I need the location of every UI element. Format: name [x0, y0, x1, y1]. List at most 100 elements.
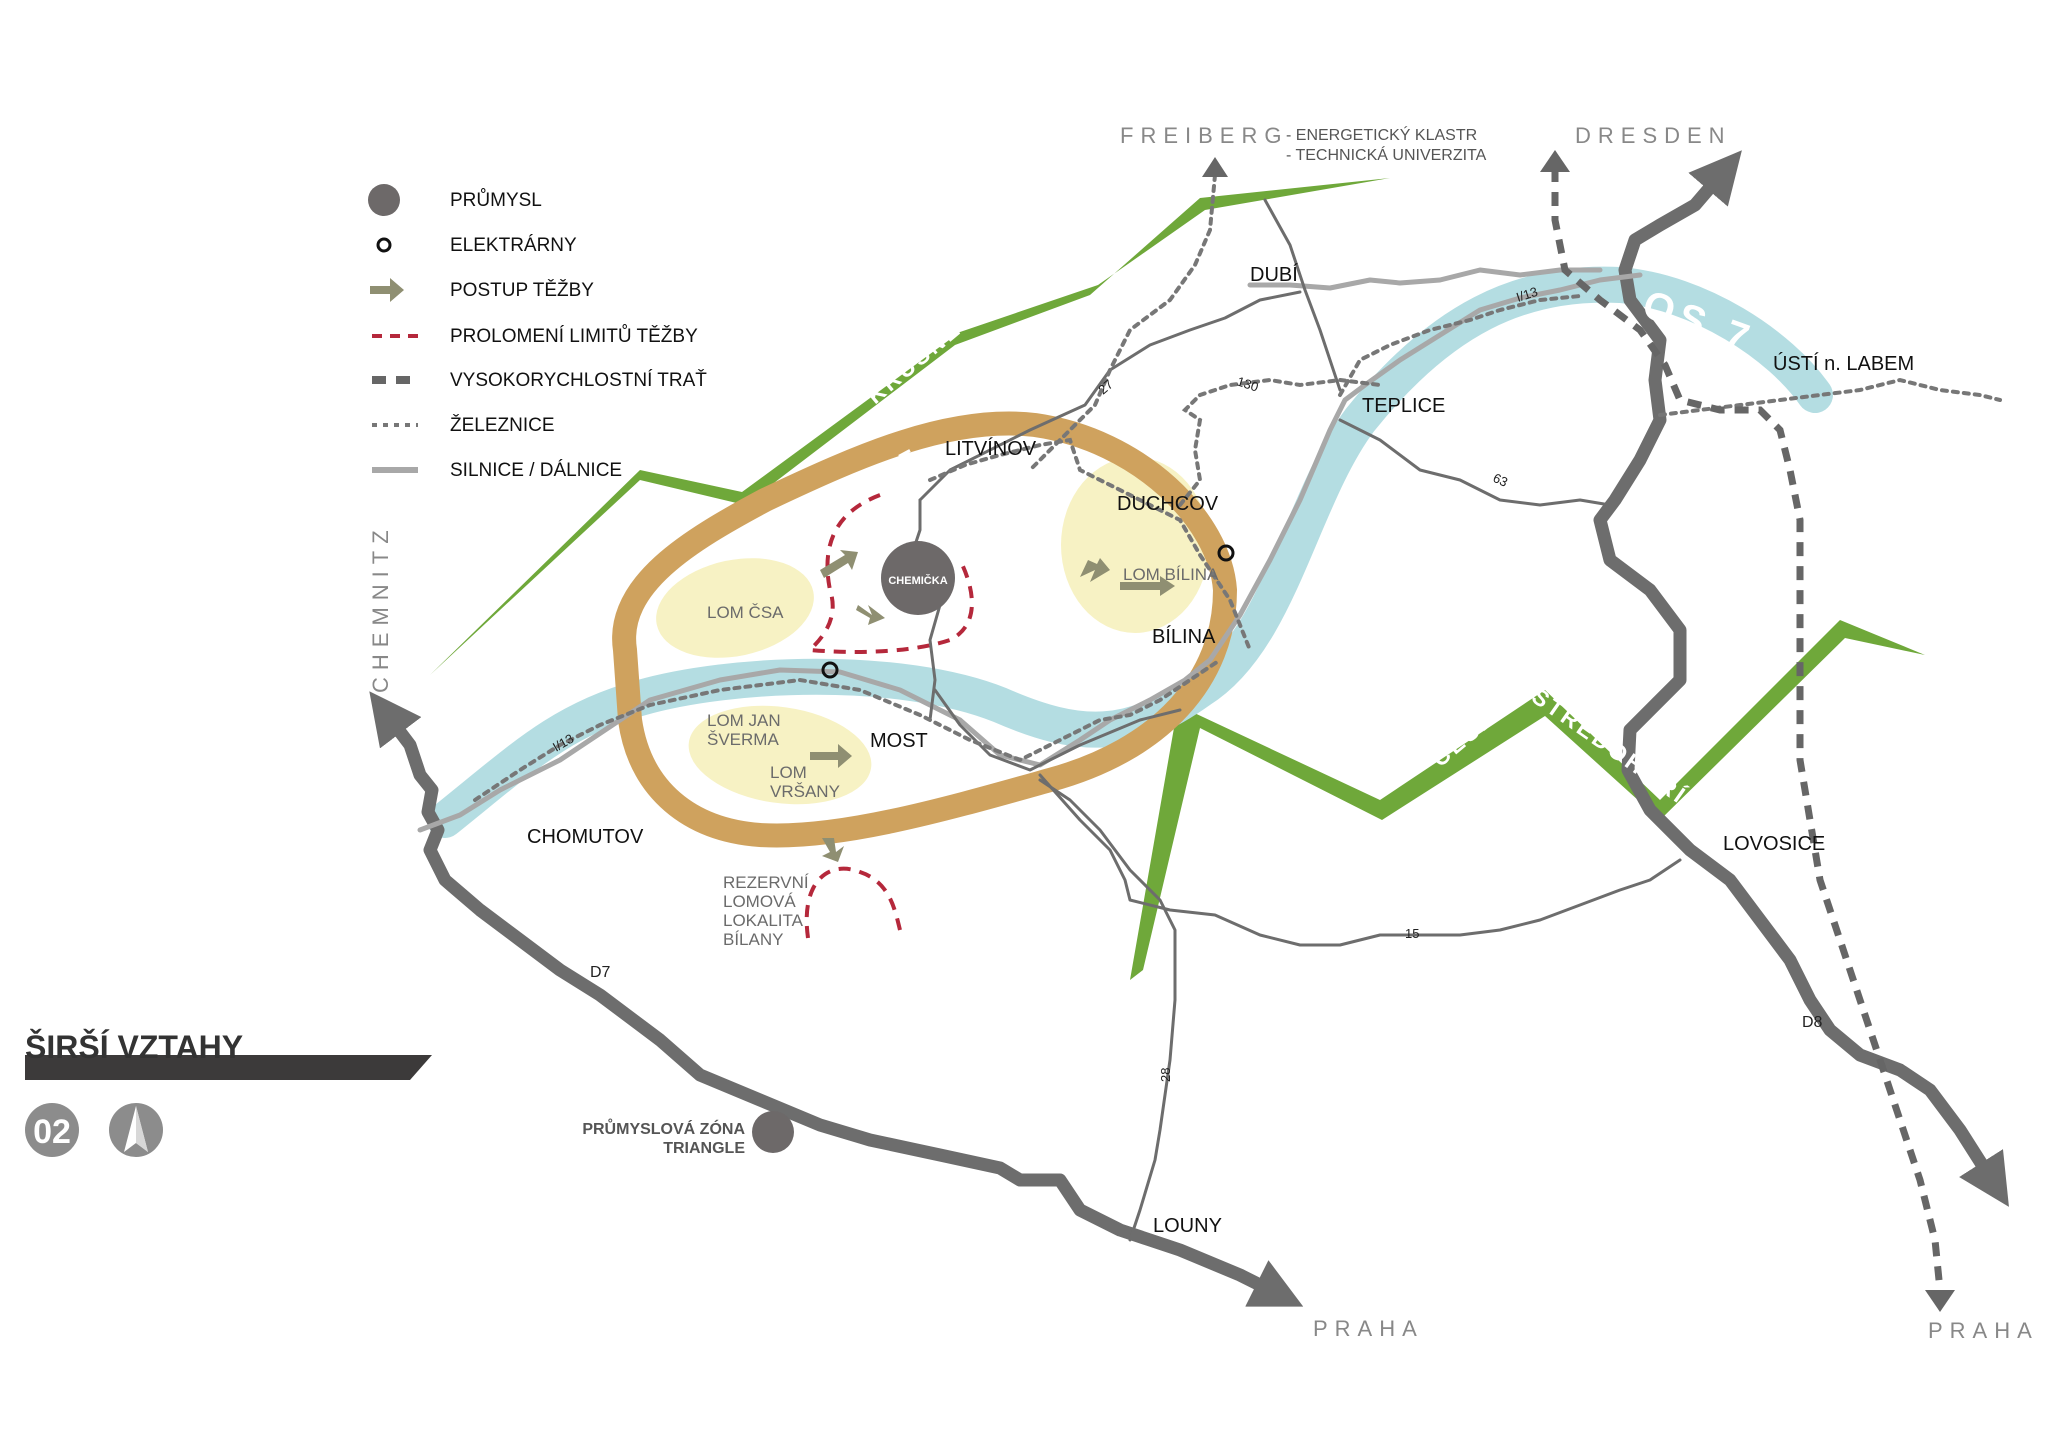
title-underline-bar	[25, 1055, 432, 1080]
legend-label-high-speed-rail: VYSOKORYCHLOSTNÍ TRAŤ	[450, 369, 707, 391]
road-label-d8: D8	[1802, 1014, 1823, 1031]
mine-sverma-label-2: ŠVERMA	[707, 730, 779, 749]
legend-label-mining-limits: PROLOMENÍ LIMITŮ TĚŽBY	[450, 325, 698, 347]
road-label-63: 63	[1491, 470, 1510, 490]
industry-labels: CHEMIČKA PRŮMYSLOVÁ ZÓNA TRIANGLE	[582, 574, 947, 1157]
title-block: ŠIRŠÍ VZTAHY 02	[25, 1029, 432, 1157]
road-label-15: 15	[1405, 926, 1419, 941]
arrow-vrsany	[810, 744, 852, 768]
road-label-130: 130	[1235, 374, 1260, 395]
arrow-csa-right	[856, 605, 885, 625]
direction-praha-d7: PRAHA	[1313, 1316, 1424, 1341]
town-usti: ÚSTÍ n. LABEM	[1773, 352, 1914, 375]
industry-dot-icon	[368, 184, 400, 216]
reserve-label: REZERVNÍ LOMOVÁ LOKALITA BÍLANY	[723, 873, 809, 949]
arrow-bilina-2	[1080, 558, 1110, 582]
town-litvinov: LITVÍNOV	[945, 437, 1037, 460]
town-bilina: BÍLINA	[1152, 625, 1216, 648]
road-28	[1038, 778, 1177, 1242]
town-dubi: DUBÍ	[1250, 263, 1298, 286]
arrow-bilany	[822, 838, 844, 862]
legend-label-railway: ŽELEZNICE	[450, 414, 555, 436]
mine-vrsany-label-1: LOM	[770, 763, 807, 782]
direction-dresden: DRESDEN	[1575, 123, 1732, 148]
hsr-praha-arrowhead	[1925, 1290, 1955, 1312]
mine-sverma-label-1: LOM JAN	[707, 711, 781, 730]
road-label-i13-east: I/13	[1514, 284, 1539, 305]
triangle-label-1: PRŮMYSLOVÁ ZÓNA	[582, 1118, 745, 1138]
triangle-industry-dot	[752, 1111, 794, 1153]
mine-labels: LOM ČSA LOM BÍLINA LOM JAN ŠVERMA LOM VR…	[707, 565, 1219, 801]
mine-vrsany-label-2: VRŠANY	[770, 782, 840, 801]
legend-label-power-plants: ELEKTRÁRNY	[450, 235, 577, 256]
road-dubi-teplice-upper	[1247, 267, 1603, 291]
legend-label-roads: SILNICE / DÁLNICE	[450, 460, 622, 481]
mine-bilina-area	[1061, 457, 1209, 633]
road-15	[1038, 773, 1682, 947]
road-i13	[417, 272, 1643, 833]
town-chomutov: CHOMUTOV	[527, 826, 644, 848]
industry-markers	[752, 541, 1235, 1153]
mine-csa-area	[656, 558, 814, 658]
reserve-label-3: LOKALITA	[723, 911, 804, 930]
arrow-bilina-1	[1120, 576, 1175, 596]
mining-limit-lines	[804, 493, 974, 939]
direction-chemnitz: CHEMNITZ	[368, 523, 393, 693]
mining-arrow-icon	[370, 278, 404, 302]
limit-csa	[805, 493, 974, 654]
limit-bilany	[804, 866, 902, 939]
legend-label-industry: PRŮMYSL	[450, 189, 542, 211]
town-louny: LOUNY	[1153, 1215, 1222, 1237]
rail-130	[1178, 377, 1382, 507]
arrow-csa-up	[820, 550, 858, 578]
mining-progress-arrows	[810, 550, 1175, 862]
page-title: ŠIRŠÍ VZTAHY	[25, 1029, 243, 1065]
power-plant-bilina	[1217, 544, 1235, 562]
freiberg-note-energy-cluster: - ENERGETICKÝ KLASTR	[1286, 125, 1477, 144]
town-most: MOST	[870, 730, 928, 752]
chemicka-industry-dot	[881, 541, 955, 615]
rail-teplice-usti	[1338, 294, 1582, 397]
road-label-d7: D7	[590, 964, 611, 981]
direction-labels: FREIBERG - ENERGETICKÝ KLASTR - TECHNICK…	[368, 123, 2039, 1343]
reserve-label-4: BÍLANY	[723, 930, 783, 949]
high-speed-rail-arrows	[1202, 150, 1955, 1312]
direction-freiberg: FREIBERG	[1120, 123, 1288, 148]
road-27	[918, 290, 1302, 502]
triangle-label-2: TRIANGLE	[663, 1140, 745, 1157]
page-number-badge	[25, 1103, 79, 1157]
highway-d8	[1593, 150, 2009, 1207]
mine-csa-label: LOM ČSA	[707, 603, 784, 622]
ceske-stredohori-range	[1130, 620, 1925, 980]
power-plant-ring-icon	[376, 237, 392, 253]
high-speed-rail	[1551, 168, 1944, 1291]
north-arrow-icon	[109, 1103, 163, 1157]
hsr-dresden	[1551, 168, 1944, 1291]
power-plant-most	[821, 661, 839, 679]
road-label-28: 28	[1158, 1068, 1173, 1082]
road-63	[1338, 418, 1612, 507]
rail-freiberg	[1028, 173, 1217, 472]
hsr-dresden-arrowhead	[1540, 150, 1570, 172]
krusne-label-1: KRUŠNÉ	[861, 314, 967, 409]
direction-praha-d8: PRAHA	[1928, 1318, 2039, 1343]
page-number: 02	[33, 1113, 71, 1151]
road-network	[369, 150, 2009, 1307]
legend: PRŮMYSL ELEKTRÁRNY POSTUP TĚŽBY PROLOMEN…	[368, 184, 707, 481]
freiberg-note-technical-university: - TECHNICKÁ UNIVERZITA	[1286, 145, 1487, 164]
chemicka-label: CHEMIČKA	[888, 574, 947, 587]
mine-bilina-label: LOM BÍLINA	[1123, 565, 1219, 584]
freiberg-rail-arrowhead	[1202, 157, 1228, 177]
road-dubi-teplice	[1263, 198, 1342, 392]
town-lovosice: LOVOSICE	[1723, 833, 1825, 855]
town-duchcov: DUCHCOV	[1117, 493, 1219, 515]
rail-litvinov-duchcov	[928, 437, 1252, 652]
highway-d7	[369, 691, 1304, 1307]
reserve-label-2: LOMOVÁ	[723, 892, 796, 911]
legend-label-mining-progress: POSTUP TĚŽBY	[450, 279, 594, 301]
rail-most-bilina	[473, 658, 1222, 802]
reserve-label-1: REZERVNÍ	[723, 873, 809, 892]
town-teplice: TEPLICE	[1362, 395, 1445, 417]
road-most-bilina	[933, 688, 1182, 772]
